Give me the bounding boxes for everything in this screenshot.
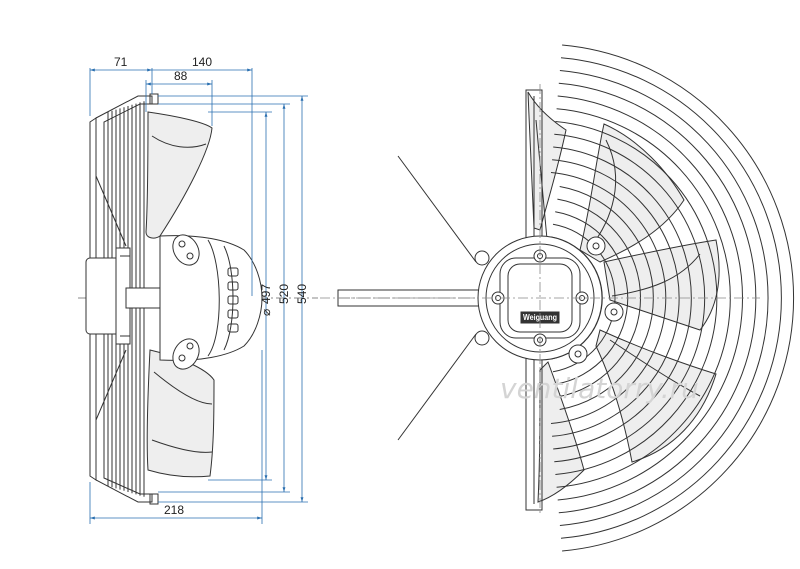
guard-ring bbox=[552, 159, 680, 437]
dim-140-label: 140 bbox=[192, 55, 212, 69]
watermark: ventilatorry.ru bbox=[500, 372, 699, 405]
dim-520-label: 520 bbox=[277, 284, 291, 304]
front-centerlines bbox=[320, 84, 760, 514]
dim-497-label: 497 bbox=[259, 284, 273, 304]
dim-diameter-symbol: ⌀ bbox=[259, 309, 273, 316]
dim-218-label: 218 bbox=[164, 503, 184, 517]
side-view bbox=[78, 93, 318, 505]
dim-540-label: 540 bbox=[295, 284, 309, 304]
side-dimensions bbox=[89, 68, 308, 524]
brand-plate-text: Weiguang bbox=[523, 313, 557, 322]
guard-ring bbox=[559, 70, 769, 526]
dim-71-label: 71 bbox=[114, 55, 128, 69]
guard-ring bbox=[560, 57, 782, 539]
guard-ring bbox=[562, 44, 794, 552]
guard-ring bbox=[553, 146, 692, 450]
guard-spokes bbox=[397, 96, 549, 504]
dim-88-label: 88 bbox=[174, 69, 188, 83]
rotor-slots bbox=[227, 267, 239, 333]
